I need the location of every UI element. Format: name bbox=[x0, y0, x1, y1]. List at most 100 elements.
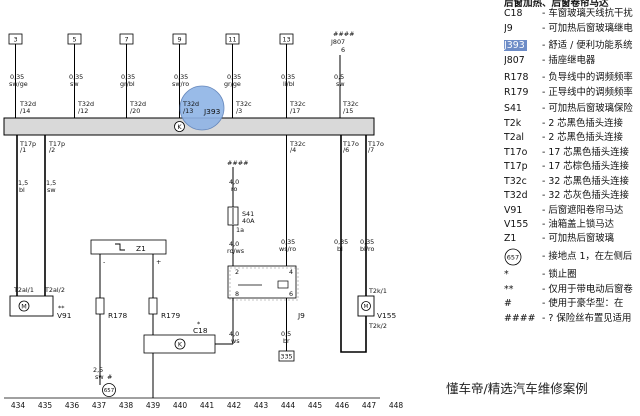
top-terminal-j807: #### J807 6 bbox=[330, 30, 354, 54]
svg-text:0,35: 0,35 bbox=[360, 238, 374, 246]
ref-number: 448 bbox=[388, 401, 404, 410]
svg-text:T17p: T17p bbox=[48, 140, 65, 148]
svg-text:ro/ws: ro/ws bbox=[227, 247, 245, 255]
svg-text:0,35: 0,35 bbox=[227, 73, 241, 81]
svg-text:657: 657 bbox=[507, 254, 519, 262]
ref-number: 446 bbox=[334, 401, 350, 410]
ref-number: 445 bbox=[307, 401, 323, 410]
svg-text:11: 11 bbox=[228, 36, 236, 44]
svg-text:R178: R178 bbox=[108, 311, 128, 320]
svg-text:T32c: T32c bbox=[235, 100, 252, 108]
svg-text:40A: 40A bbox=[242, 217, 255, 225]
svg-text:8: 8 bbox=[235, 290, 239, 298]
t32d-13-pinno: /13 bbox=[183, 107, 193, 115]
ref-number: 443 bbox=[253, 401, 269, 410]
svg-text:J807: J807 bbox=[330, 38, 345, 46]
svg-text:0,35: 0,35 bbox=[10, 73, 24, 81]
ground-point-657: 2,5 sw # 657 bbox=[93, 366, 116, 397]
svg-text:6: 6 bbox=[289, 290, 293, 298]
r178-resistor: R178 bbox=[95, 297, 128, 320]
svg-text:J9: J9 bbox=[297, 311, 305, 320]
svg-text:/14: /14 bbox=[20, 107, 30, 115]
v155-wires bbox=[340, 135, 367, 353]
br-color: br bbox=[283, 337, 290, 345]
svg-text:T2al/2: T2al/2 bbox=[44, 286, 65, 294]
ref-number: 441 bbox=[199, 401, 215, 410]
z1-plus: + bbox=[156, 258, 161, 266]
legend-title: 后窗加热、后窗卷帘马达 bbox=[504, 0, 609, 9]
bottom-pin-labels: T17p /1 T17p /2 T32c /4 T17o /6 T17o /7 bbox=[19, 140, 384, 154]
svg-text:0,35: 0,35 bbox=[121, 73, 135, 81]
top-wires bbox=[15, 44, 341, 118]
c18-suppressor: K * C18 bbox=[143, 320, 216, 354]
svg-text:#: # bbox=[107, 373, 112, 381]
ref-number: 438 bbox=[118, 401, 134, 410]
ground-symbol-k: K bbox=[174, 121, 185, 132]
j393-highlight-circle bbox=[179, 85, 225, 131]
ref-number: 439 bbox=[145, 401, 161, 410]
svg-text:C18: C18 bbox=[193, 326, 208, 335]
top-terminal-11: 11 bbox=[225, 33, 240, 45]
top-pin-labels: T32d /14 T32d /12 T32d /20 T32c /3 T32c … bbox=[19, 100, 359, 115]
svg-text:V91: V91 bbox=[57, 311, 72, 320]
svg-text:0,35: 0,35 bbox=[174, 73, 188, 81]
top-terminal-5: 5 bbox=[67, 33, 82, 45]
j393-label: J393 bbox=[203, 107, 221, 116]
ground-335: 335 bbox=[278, 350, 295, 362]
ref-number: 442 bbox=[226, 401, 242, 410]
svg-text:V155: V155 bbox=[377, 311, 396, 320]
svg-text:/4: /4 bbox=[290, 146, 296, 154]
svg-text:T2al/1: T2al/1 bbox=[13, 286, 34, 294]
svg-text:####: #### bbox=[227, 159, 248, 167]
svg-text:9: 9 bbox=[177, 36, 181, 44]
t32d-13-pin: T32d bbox=[182, 100, 199, 108]
ws-size: 4,0 bbox=[229, 330, 239, 338]
svg-text:/17: /17 bbox=[290, 107, 300, 115]
svg-text:T17o: T17o bbox=[367, 140, 384, 148]
svg-text:bl: bl bbox=[19, 186, 25, 194]
svg-text:0,5: 0,5 bbox=[334, 73, 344, 81]
ref-number: 436 bbox=[64, 401, 80, 410]
svg-text:4,0: 4,0 bbox=[229, 240, 239, 248]
svg-text:/12: /12 bbox=[78, 107, 88, 115]
v155-motor: M T2k/1 T2k/2 V155 bbox=[357, 287, 396, 330]
z1-wires bbox=[99, 254, 154, 385]
svg-text:1a: 1a bbox=[236, 226, 244, 234]
svg-text:T32c: T32c bbox=[289, 100, 306, 108]
svg-text:/1: /1 bbox=[20, 146, 26, 154]
svg-text:0,35: 0,35 bbox=[281, 73, 295, 81]
svg-text:0,35: 0,35 bbox=[334, 238, 348, 246]
svg-text:####: #### bbox=[333, 30, 354, 38]
svg-text:K: K bbox=[178, 341, 183, 349]
j9-wire-size: 0,35 bbox=[281, 238, 295, 246]
ref-number: 447 bbox=[361, 401, 377, 410]
svg-text:/7: /7 bbox=[368, 146, 374, 154]
svg-text:3: 3 bbox=[13, 36, 17, 44]
ref-number: 434 bbox=[10, 401, 26, 410]
svg-text:*: * bbox=[197, 320, 200, 328]
svg-text:**: ** bbox=[58, 304, 64, 312]
svg-text:T32d: T32d bbox=[129, 100, 146, 108]
v155-wire-labels: 0,35 bl 0,35 bl/ro bbox=[334, 238, 374, 253]
svg-text:T32c: T32c bbox=[289, 140, 306, 148]
svg-text:bl: bl bbox=[337, 245, 343, 253]
svg-text:sw: sw bbox=[70, 80, 79, 88]
svg-text:1,5: 1,5 bbox=[18, 179, 28, 187]
component-legend: C18- 车窗玻璃天线抗干扰 J9- 可加热后窗玻璃继电 J393- 舒适 / … bbox=[504, 8, 633, 324]
top-terminal-3: 3 bbox=[8, 33, 23, 45]
svg-text:sw/ro: sw/ro bbox=[172, 80, 189, 88]
svg-text:/6: /6 bbox=[343, 146, 349, 154]
svg-text:T32c: T32c bbox=[342, 100, 359, 108]
svg-text:sw: sw bbox=[47, 186, 56, 194]
svg-text:/3: /3 bbox=[236, 107, 242, 115]
svg-text:0,35: 0,35 bbox=[69, 73, 83, 81]
svg-text:/2: /2 bbox=[49, 146, 55, 154]
svg-text:T17p: T17p bbox=[19, 140, 36, 148]
svg-text:657: 657 bbox=[104, 388, 114, 394]
svg-text:T17o: T17o bbox=[342, 140, 359, 148]
svg-text:li/bl: li/bl bbox=[283, 80, 295, 88]
svg-text:gr/ge: gr/ge bbox=[224, 80, 241, 88]
svg-text:sw/ge: sw/ge bbox=[9, 80, 28, 88]
ref-number: 444 bbox=[280, 401, 296, 410]
